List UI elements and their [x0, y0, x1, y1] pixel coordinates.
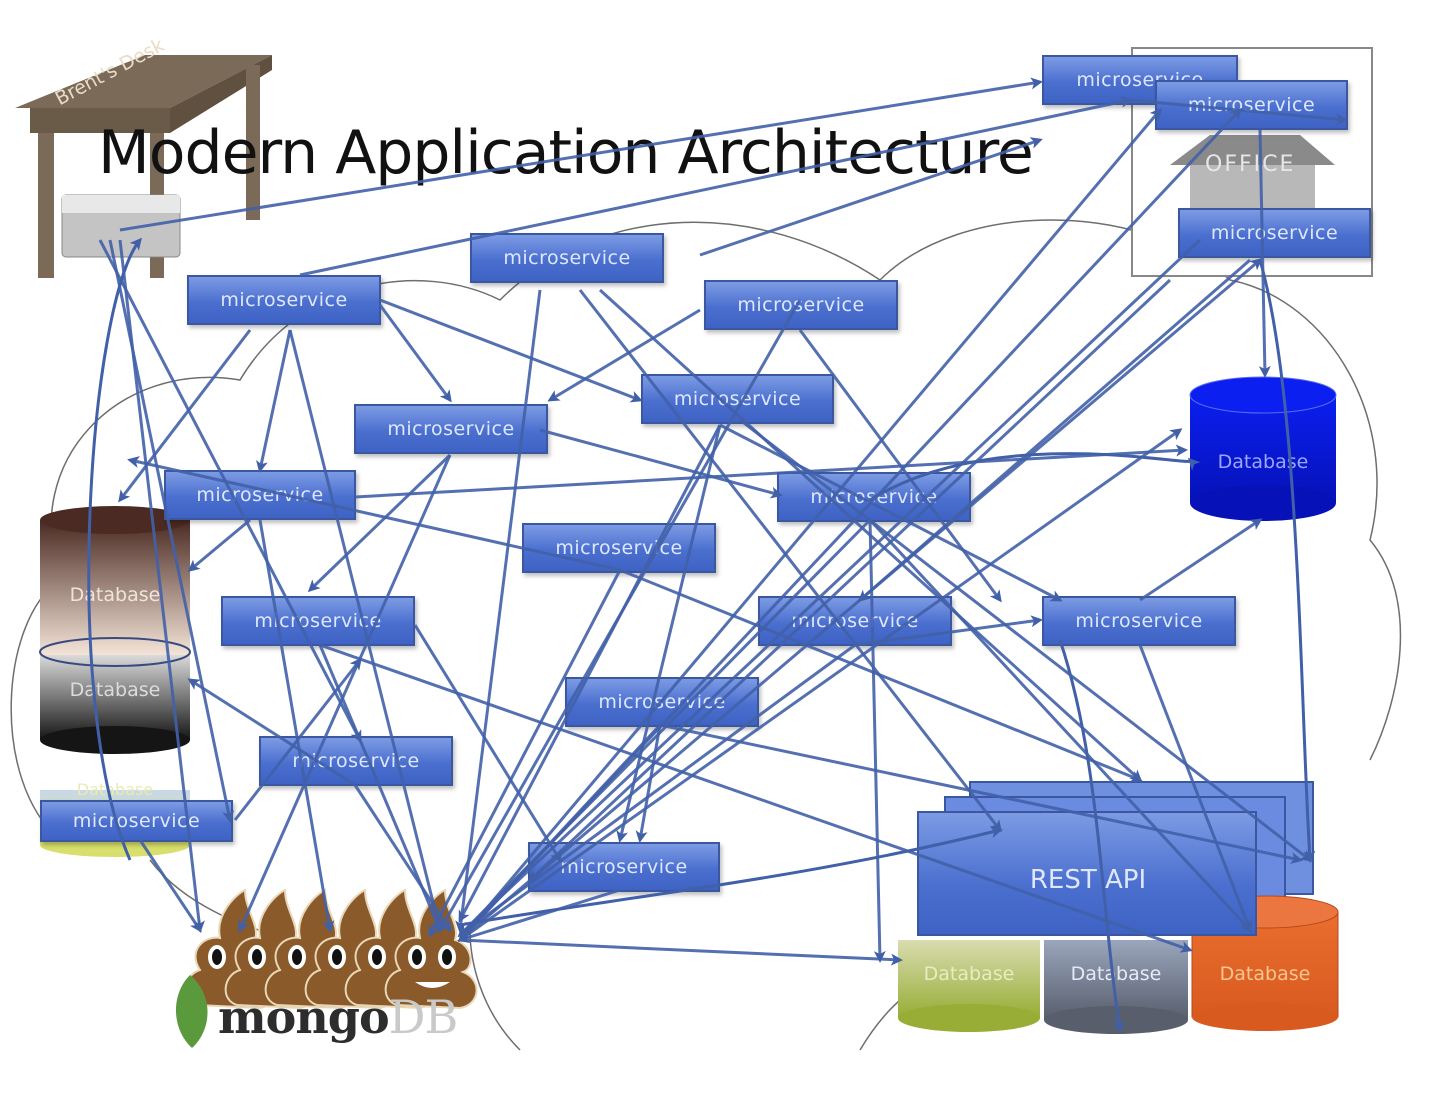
microservice-box[interactable]: microservice — [522, 523, 716, 573]
page-title: Modern Application Architecture — [98, 118, 1034, 188]
microservice-box[interactable]: microservice — [221, 596, 415, 646]
database-label[interactable]: Database — [1217, 451, 1309, 473]
database-label[interactable]: Database — [1070, 963, 1162, 985]
microservice-box[interactable]: microservice — [1042, 596, 1236, 646]
microservice-box[interactable]: microservice — [758, 596, 952, 646]
mongodb-logo-db: DB — [388, 990, 459, 1044]
microservice-box[interactable]: microservice — [164, 470, 356, 520]
microservice-box[interactable]: microservice — [777, 472, 971, 522]
mongodb-logo: mongoDB — [218, 990, 459, 1044]
database-label[interactable]: Database — [76, 779, 154, 799]
microservice-box[interactable]: microservice — [528, 842, 720, 892]
database-label[interactable]: Database — [923, 963, 1015, 985]
microservice-box[interactable]: microservice — [704, 280, 898, 330]
rest-api-label: REST API — [1029, 865, 1147, 895]
microservice-box[interactable]: microservice — [565, 677, 759, 727]
microservice-box[interactable]: microservice — [354, 404, 548, 454]
microservice-box[interactable]: microservice — [40, 800, 233, 842]
office-label: OFFICE — [1205, 152, 1296, 177]
microservice-box[interactable]: microservice — [259, 736, 453, 786]
database-label[interactable]: Database — [1219, 963, 1311, 985]
microservice-box[interactable]: microservice — [187, 275, 381, 325]
database-label[interactable]: Database — [69, 679, 161, 701]
microservice-box[interactable]: microservice — [1178, 208, 1371, 258]
microservice-box[interactable]: microservice — [470, 233, 664, 283]
mongodb-leaf-icon — [175, 975, 208, 1048]
mongodb-logo-text: mongo — [218, 990, 390, 1044]
microservice-box[interactable]: microservice — [641, 374, 834, 424]
microservice-box[interactable]: microservice — [1155, 80, 1348, 130]
database-label[interactable]: Database — [69, 584, 161, 606]
